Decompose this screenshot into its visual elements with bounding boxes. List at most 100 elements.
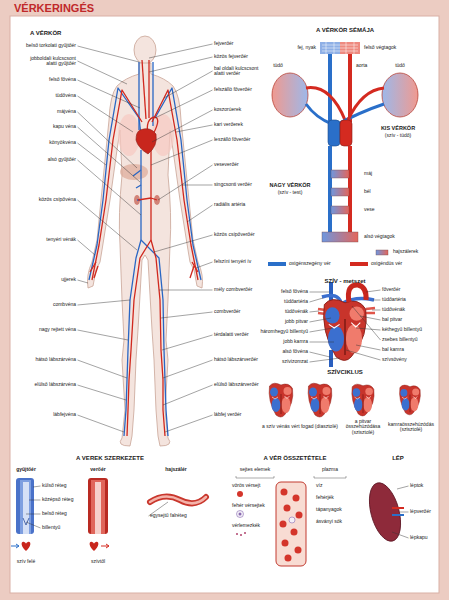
- part-label: felső fővéna: [281, 289, 308, 295]
- leader-line: [33, 486, 41, 487]
- section-heading: SZÍV - metszet: [324, 278, 365, 285]
- part-label: főverőér: [382, 287, 400, 293]
- part-label: vese: [364, 207, 375, 213]
- section-heading: gyűjtőér: [16, 467, 36, 473]
- part-label: aorta: [356, 63, 367, 69]
- part-label: felszíni tenyéri ív: [214, 259, 251, 265]
- part-label: koszorúerek: [214, 107, 241, 113]
- part-label: tüdő: [273, 63, 283, 69]
- part-label: léptok: [410, 483, 423, 489]
- leader-line: [310, 328, 334, 332]
- section-heading: A VÉRKÖR: [30, 30, 61, 37]
- part-label: fehér vérsejtek: [232, 503, 265, 509]
- section-heading: verőér: [90, 467, 105, 473]
- part-label: májvéna: [57, 109, 76, 115]
- part-label: könyökvéna: [49, 140, 76, 146]
- part-label: szívsövény: [382, 357, 407, 363]
- part-label: egysejtű falréteg: [150, 513, 187, 519]
- part-label: kéthegyű billentyű: [382, 327, 422, 333]
- vessel-structure: [11, 478, 206, 551]
- part-label: tenyéri vénák: [46, 237, 76, 243]
- leader-line: [155, 90, 213, 118]
- leader-line: [163, 360, 213, 378]
- part-label: belső réteg: [42, 511, 67, 517]
- part-label: háromhegyű billentyű: [260, 329, 308, 335]
- section-heading: KIS VÉRKÖR: [381, 125, 415, 131]
- part-label: zsebes billentyű: [382, 337, 418, 343]
- part-label: lépverőér: [410, 509, 431, 515]
- leader-line: [78, 61, 128, 84]
- section-heading: A VÉRKÖR SÉMÁJA: [316, 27, 374, 34]
- leader-line: [176, 125, 213, 132]
- part-label: tüdő: [395, 63, 405, 69]
- part-label: jobb kamra: [283, 339, 308, 345]
- leader-line: [78, 280, 89, 283]
- leader-line: [154, 235, 213, 252]
- part-label: a szív vénás vért fogad (diasztolé): [261, 424, 339, 430]
- part-label: combverőér: [214, 309, 240, 315]
- leader-line: [149, 57, 213, 72]
- part-label: kapu véna: [53, 124, 76, 130]
- part-label: tápanyagok: [316, 507, 342, 513]
- leader-line: [310, 298, 324, 302]
- part-label: hátsó lábszárvéna: [35, 357, 76, 363]
- leader-line: [196, 262, 213, 268]
- poster-panel: [10, 16, 439, 593]
- part-label: alsó végtagok: [364, 234, 395, 240]
- leader-line: [158, 165, 213, 200]
- leader-line: [78, 112, 138, 168]
- leader-line: [346, 350, 381, 360]
- leader-line: [26, 522, 41, 528]
- part-label: radiális artéria: [214, 202, 245, 208]
- part-label: tüdővénák: [285, 309, 308, 315]
- part-label: külső réteg: [42, 483, 66, 489]
- leader-line: [162, 335, 213, 350]
- leader-line: [78, 96, 134, 132]
- leader-line: [310, 318, 332, 322]
- leader-line: [392, 532, 409, 538]
- leader-line: [356, 345, 381, 350]
- part-label: jobb pitvar: [285, 319, 308, 325]
- leader-line: [78, 143, 107, 165]
- leader-line: [78, 200, 138, 250]
- blood-composition: [236, 476, 346, 566]
- leader-line: [78, 385, 127, 400]
- part-label: szívtől: [91, 559, 105, 565]
- part-label: tüdőartéria: [382, 297, 406, 303]
- part-label: bal oldali kulcscsont alatti verőér: [214, 66, 262, 77]
- part-label: kamraösszehúzódás (szisztolé): [387, 422, 435, 433]
- part-label: ujjerek: [61, 277, 76, 283]
- part-label: szív felé: [17, 559, 35, 565]
- part-label: plazma: [322, 467, 338, 473]
- legend-swatch: [268, 262, 286, 266]
- leader-line: [78, 415, 125, 432]
- part-label: singcsonti verőér: [214, 182, 252, 188]
- leader-line: [78, 160, 142, 215]
- part-label: szívizomzat: [282, 359, 308, 365]
- leader-line: [78, 300, 131, 305]
- heart-section: [318, 282, 375, 367]
- legend-text: oxigénszegény vér: [289, 261, 331, 267]
- part-label: közös csípőverőér: [214, 232, 255, 238]
- part-label: lábfej verőér: [214, 412, 242, 418]
- part-label: vörös vérsejt: [232, 483, 260, 489]
- leader-line: [164, 71, 213, 98]
- part-label: lábfejvéna: [53, 412, 76, 418]
- leader-line: [310, 358, 341, 362]
- section-heading: SZÍVCIKLUS: [327, 369, 363, 376]
- part-label: tüdővéna: [55, 93, 76, 99]
- part-label: alsó gyűjtőér: [48, 157, 76, 163]
- part-label: (szív - test): [278, 190, 303, 196]
- part-label: felső végtagok: [364, 45, 396, 51]
- part-label: mély combverőér: [214, 287, 252, 293]
- part-label: bal kamra: [382, 347, 404, 353]
- leader-line: [78, 360, 128, 378]
- part-label: leszálló főverőér: [214, 137, 250, 143]
- section-heading: LÉP: [392, 455, 404, 462]
- leader-line: [78, 240, 96, 255]
- part-label: sejtes elemek: [240, 467, 271, 473]
- part-label: elülső lábszárverőér: [214, 382, 259, 388]
- part-label: kari verőerek: [214, 122, 243, 128]
- part-label: (szív - tüdő): [385, 133, 411, 139]
